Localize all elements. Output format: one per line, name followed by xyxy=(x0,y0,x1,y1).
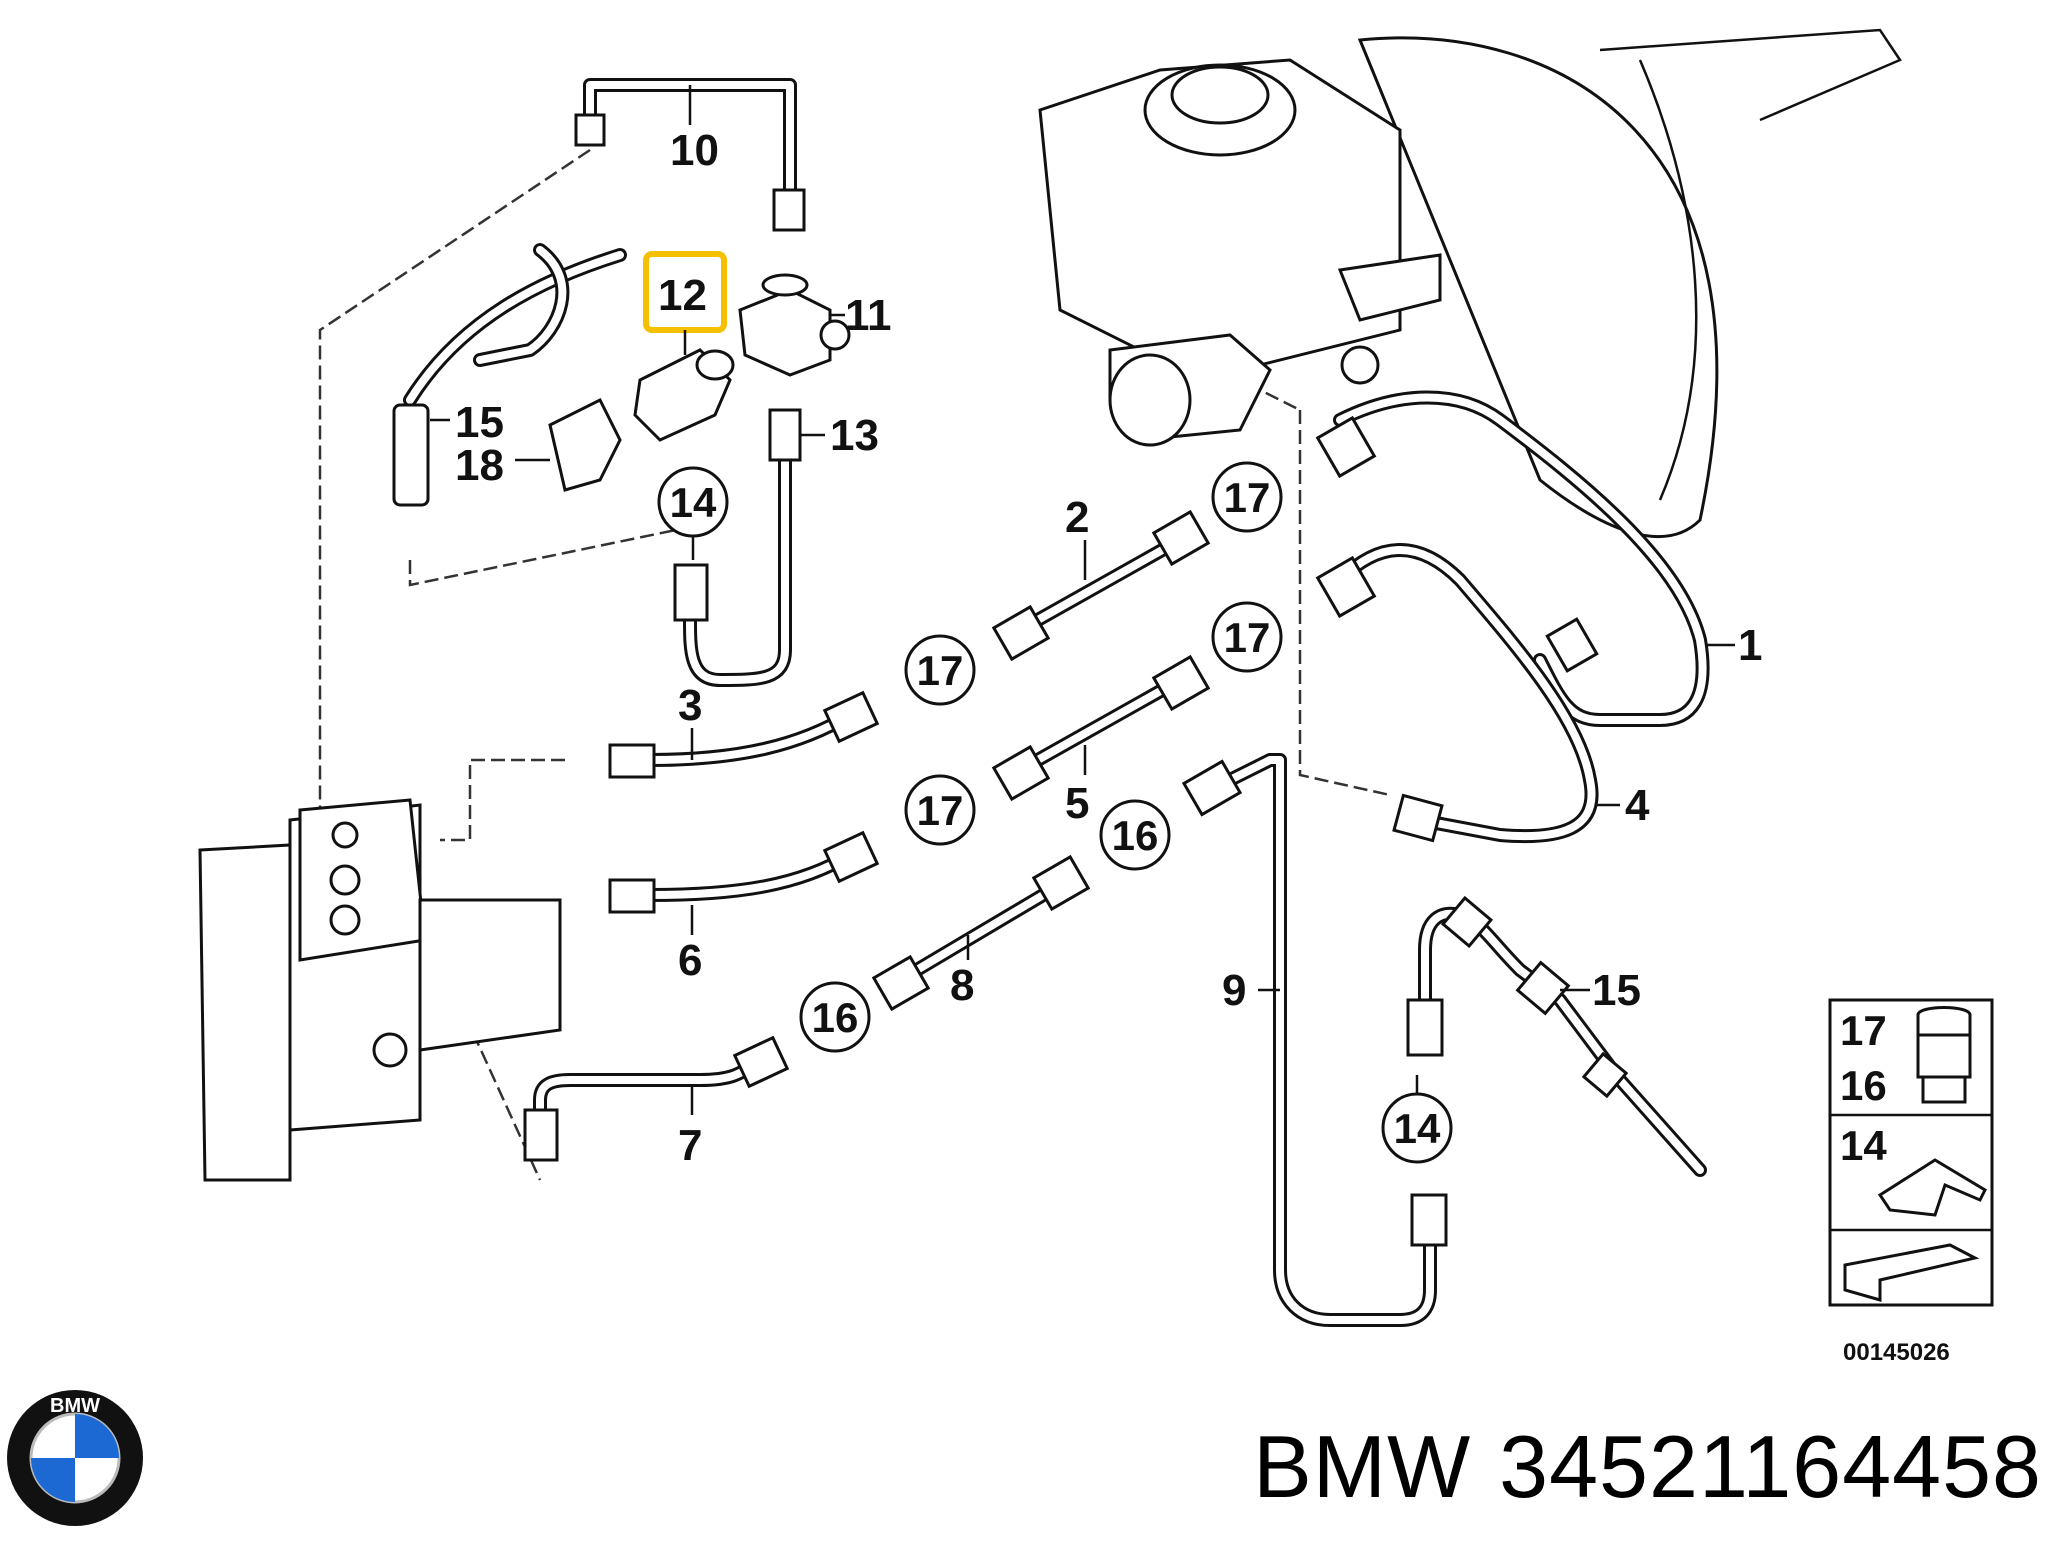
legend-panel: 17 16 14 00145026 xyxy=(1828,998,1994,1366)
part-caption: BMW 34521164458 xyxy=(1253,1416,2042,1518)
circle-label-14-upper: 14 xyxy=(670,479,717,526)
brand-name: BMW xyxy=(1253,1417,1472,1516)
part-label-15: 15 xyxy=(455,398,504,447)
circle-label-17-a: 17 xyxy=(1224,474,1271,521)
brake-pipes xyxy=(403,78,1710,1327)
direction-arrow-icon xyxy=(1843,1243,1980,1302)
part-label-13: 13 xyxy=(830,411,879,460)
part-label-4: 4 xyxy=(1625,781,1650,830)
bmw-logo-letters: BMW xyxy=(50,1395,100,1417)
part-label-6: 6 xyxy=(678,936,702,985)
abs-unit xyxy=(198,798,562,1182)
part-label-12: 12 xyxy=(658,271,707,320)
circle-label-16-a: 16 xyxy=(1112,812,1159,859)
part-label-9: 9 xyxy=(1222,966,1246,1015)
part-labels: 10 12 11 13 15 18 2 1 3 5 4 6 8 9 15 7 xyxy=(430,85,1762,1170)
part-label-1: 1 xyxy=(1738,621,1762,670)
circled-callouts: 14 17 17 17 17 16 16 14 xyxy=(657,461,1453,1164)
circle-label-16-b: 16 xyxy=(812,994,859,1041)
part-label-7: 7 xyxy=(678,1121,702,1170)
legend-label-14: 14 xyxy=(1840,1122,1887,1169)
part-label-11: 11 xyxy=(845,291,892,340)
legend-label-16: 16 xyxy=(1840,1062,1887,1109)
circle-label-17-c: 17 xyxy=(1224,614,1271,661)
bracket-clip-icon xyxy=(1877,1158,1987,1217)
part-label-15-lower: 15 xyxy=(1592,966,1641,1015)
circle-label-17-b: 17 xyxy=(917,647,964,694)
circle-label-14-lower: 14 xyxy=(1394,1105,1441,1152)
union-nut-icon xyxy=(1916,1006,1972,1104)
master-cylinder-assembly xyxy=(1038,28,1902,538)
legend-label-17: 17 xyxy=(1840,1007,1887,1054)
part-label-18: 18 xyxy=(455,441,504,490)
part-label-3: 3 xyxy=(678,681,702,730)
part-label-5: 5 xyxy=(1065,779,1089,828)
bmw-logo: BMW xyxy=(7,1390,143,1526)
pipe-fittings xyxy=(392,113,1629,1247)
diagram-reference-id: 00145026 xyxy=(1843,1339,1950,1366)
part-label-10: 10 xyxy=(670,126,719,175)
part-label-2: 2 xyxy=(1065,493,1089,542)
circle-label-17-d: 17 xyxy=(917,787,964,834)
part-label-8: 8 xyxy=(950,961,974,1010)
part-number: 34521164458 xyxy=(1499,1417,2042,1516)
